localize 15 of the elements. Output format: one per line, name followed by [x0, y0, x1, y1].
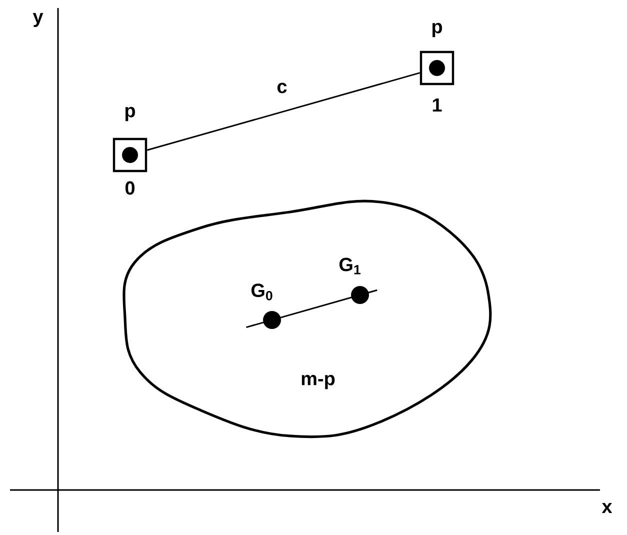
point-label: G$_{1}$: [339, 258, 360, 274]
point-label: p: [432, 22, 442, 38]
point-label: G$_{0}$: [251, 284, 272, 300]
axis-label: y: [32, 13, 44, 27]
point-label: p: [125, 106, 136, 122]
edge-label: c: [277, 82, 287, 94]
point-label: 1: [432, 98, 442, 112]
line: [146, 72, 420, 151]
point: [351, 286, 369, 304]
boxed-point: [112, 138, 148, 172]
line: [246, 289, 378, 328]
point: [263, 310, 281, 329]
boxed-point: [420, 50, 454, 86]
point-label: 0: [125, 181, 134, 195]
axis-label: x: [602, 502, 612, 513]
